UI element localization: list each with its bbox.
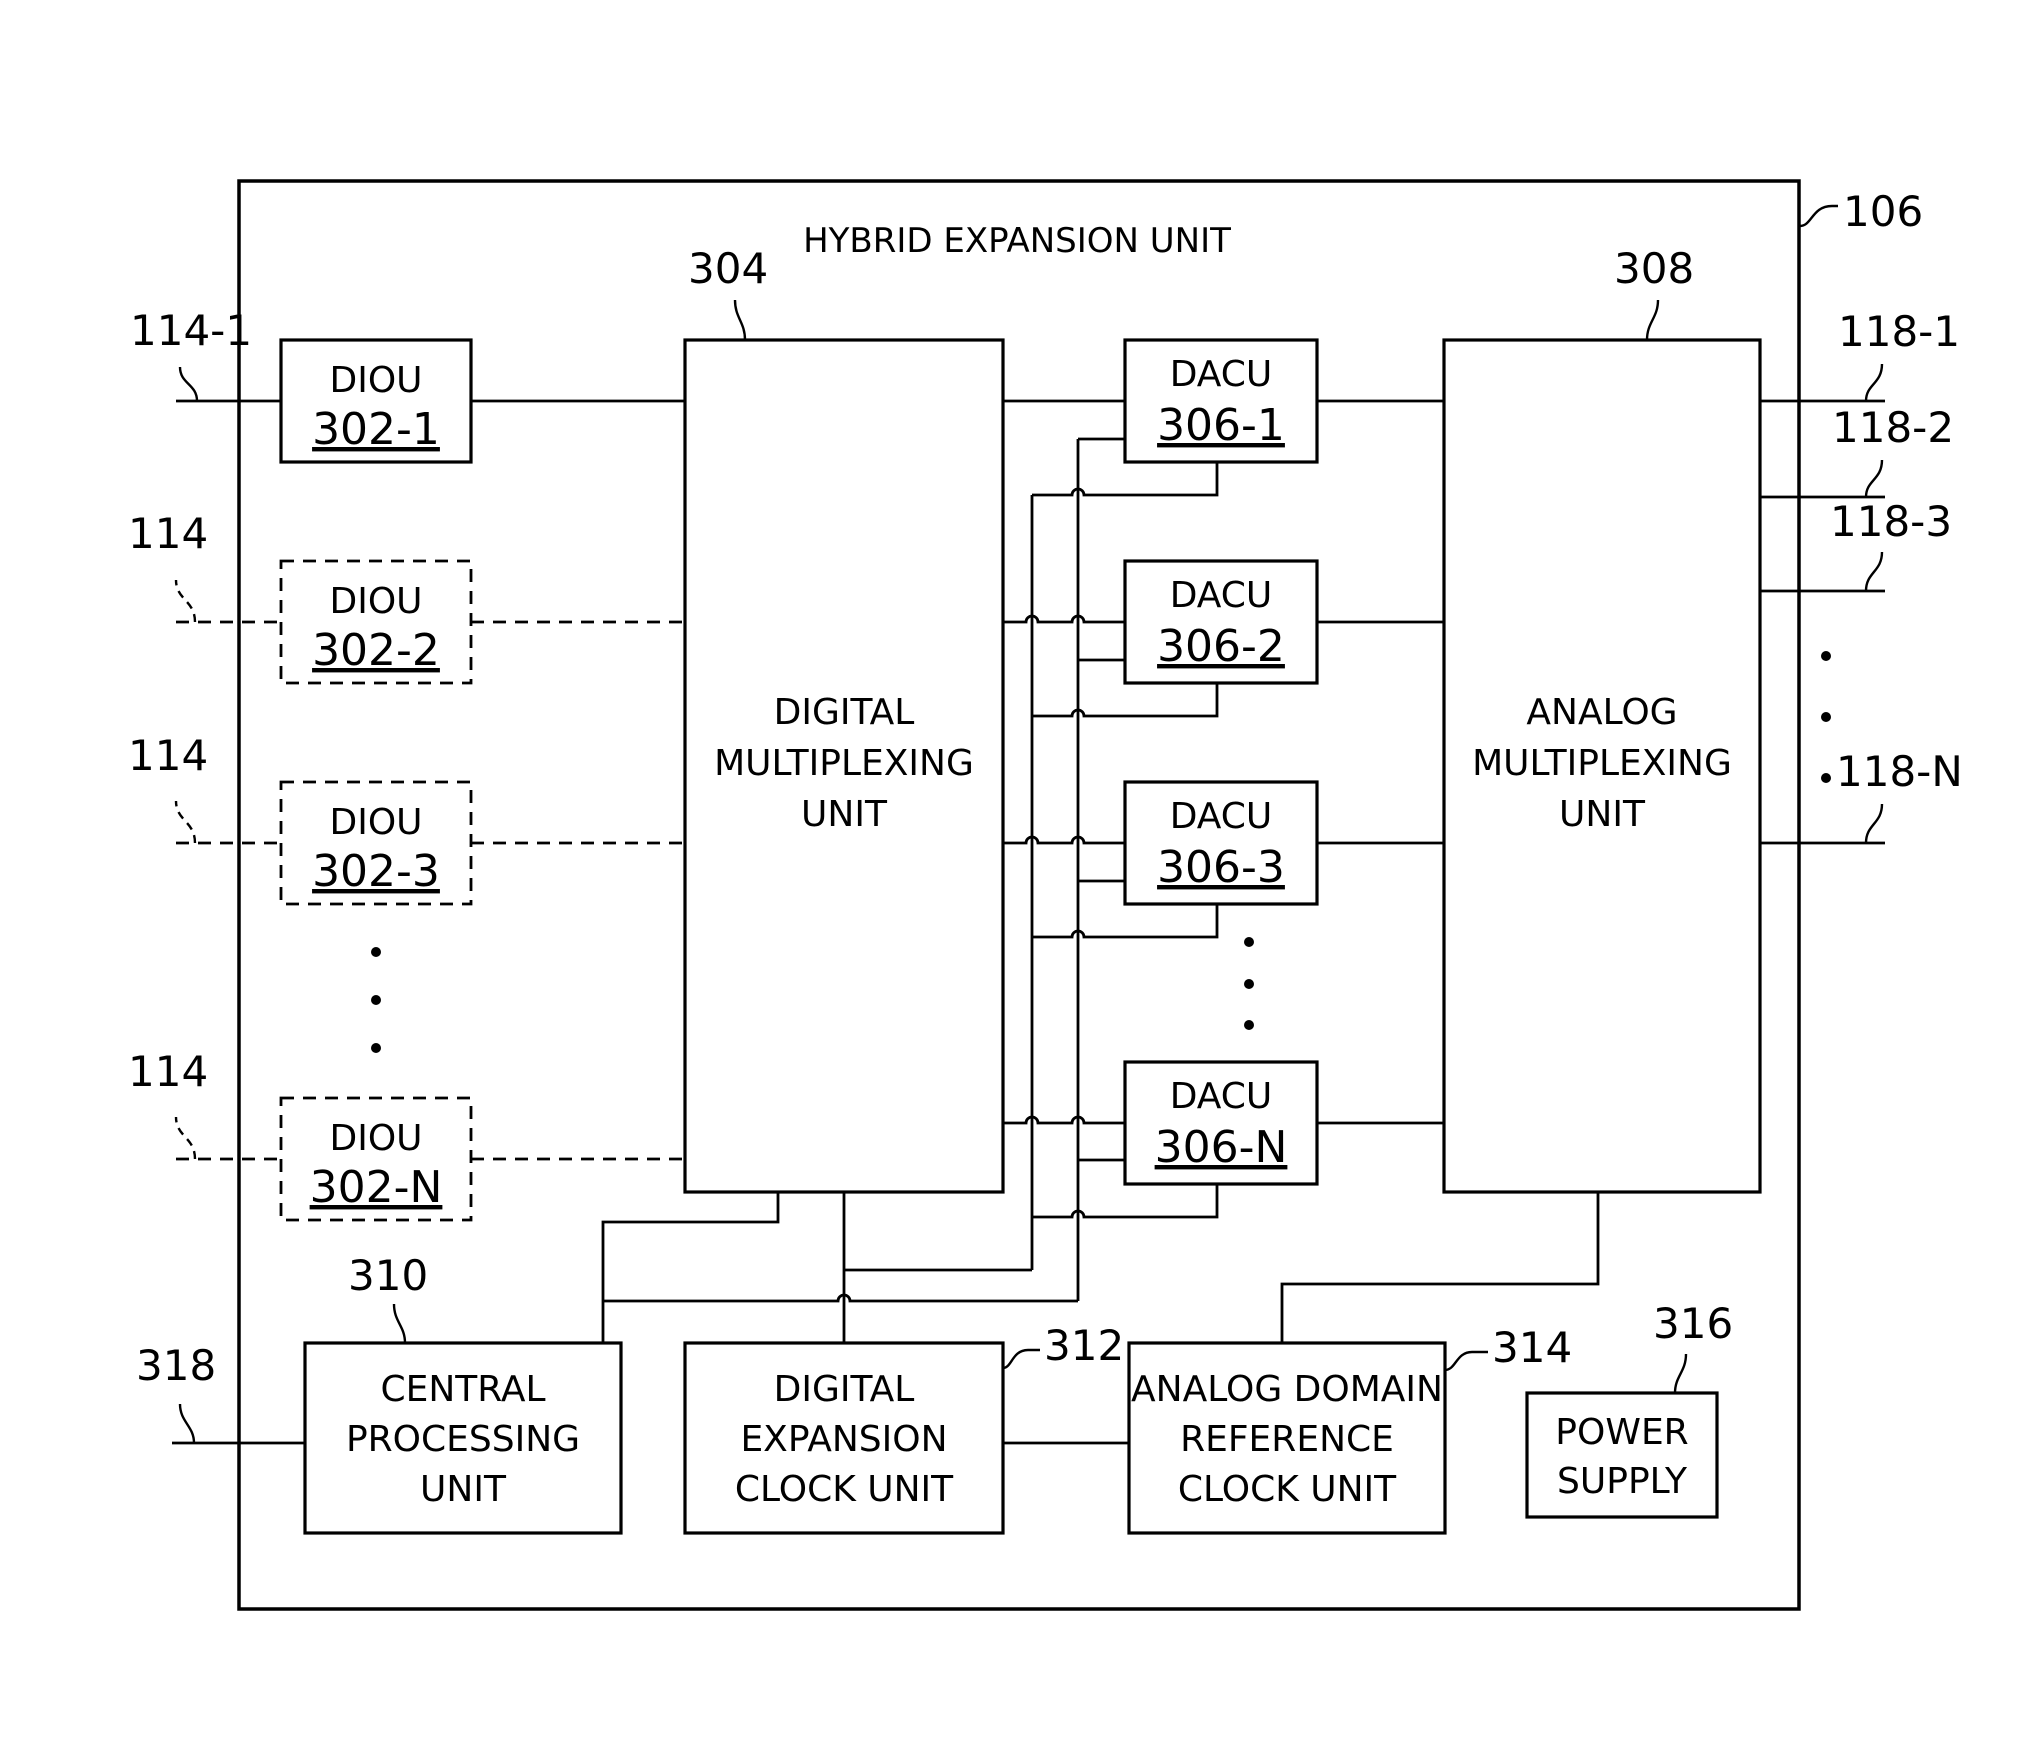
diou-302-2-name: DIOU bbox=[329, 581, 422, 622]
port-114-b-leader bbox=[176, 801, 195, 843]
amu-ref: 308 bbox=[1614, 244, 1694, 293]
cpu-port-318: 318 bbox=[136, 1341, 216, 1390]
dacu-306-2-name: DACU bbox=[1170, 575, 1273, 616]
dmu-to-dacu-3 bbox=[1003, 837, 1125, 843]
dacu-2-control bbox=[1032, 683, 1217, 716]
psu-label-line-1: POWER bbox=[1555, 1412, 1688, 1453]
port-114-1-leader bbox=[180, 367, 197, 401]
dacu-306-2-ref: 306-2 bbox=[1157, 621, 1285, 672]
diou-ellipsis-dot bbox=[371, 1043, 381, 1053]
dacu-306-N-name: DACU bbox=[1170, 1076, 1273, 1117]
psu-label-line-2: SUPPLY bbox=[1557, 1461, 1688, 1502]
output-118-1-leader bbox=[1866, 364, 1882, 401]
dmu-label-line-1: DIGITAL bbox=[774, 692, 915, 733]
adrcu-to-amu bbox=[1282, 1192, 1598, 1343]
output-118-2-leader bbox=[1866, 460, 1882, 497]
cpu-port-318-leader bbox=[180, 1404, 194, 1443]
diou-ellipsis-dot bbox=[371, 947, 381, 957]
output-ellipsis-dot bbox=[1821, 651, 1831, 661]
dacu-ellipsis-dot bbox=[1244, 937, 1254, 947]
diou-302-3-ref: 302-3 bbox=[312, 846, 440, 897]
decu-label-line-1: DIGITAL bbox=[774, 1369, 915, 1410]
output-118-3: 118-3 bbox=[1830, 497, 1952, 546]
dacu-306-3-ref: 306-3 bbox=[1157, 842, 1285, 893]
diou-302-3-name: DIOU bbox=[329, 802, 422, 843]
diou-302-N-name: DIOU bbox=[329, 1118, 422, 1159]
dacu-ellipsis-dot bbox=[1244, 979, 1254, 989]
amu-label-line-1: ANALOG bbox=[1526, 692, 1677, 733]
adrcu-label-line-1: ANALOG DOMAIN bbox=[1131, 1369, 1443, 1410]
output-118-N-leader bbox=[1866, 804, 1882, 843]
cpu-label-line-2: PROCESSING bbox=[346, 1419, 580, 1460]
dmu-to-dacu-N bbox=[1003, 1117, 1125, 1123]
cpu-ref: 310 bbox=[348, 1251, 428, 1300]
dacu-306-N-ref: 306-N bbox=[1155, 1122, 1288, 1173]
diou-302-1-ref: 302-1 bbox=[312, 404, 440, 455]
output-118-3-leader bbox=[1866, 552, 1882, 591]
dacu-306-1-name: DACU bbox=[1170, 354, 1273, 395]
psu-ref: 316 bbox=[1653, 1299, 1733, 1348]
dmu-ref-leader bbox=[735, 300, 745, 340]
adrcu-ref-leader bbox=[1445, 1352, 1488, 1370]
port-114-a: 114 bbox=[128, 509, 208, 558]
cpu-label-line-1: CENTRAL bbox=[380, 1369, 545, 1410]
diou-302-2-ref: 302-2 bbox=[312, 625, 440, 676]
amu-label-line-3: UNIT bbox=[1559, 794, 1646, 835]
port-114-1: 114-1 bbox=[130, 306, 252, 355]
output-118-1: 118-1 bbox=[1838, 307, 1960, 356]
port-114-c: 114 bbox=[128, 1047, 208, 1096]
adrcu-ref: 314 bbox=[1492, 1323, 1572, 1372]
dacu-ellipsis-dot bbox=[1244, 1020, 1254, 1030]
cpu-ref-leader bbox=[394, 1304, 405, 1343]
dacu-1-control bbox=[1032, 462, 1217, 495]
diou-302-N-ref: 302-N bbox=[310, 1162, 443, 1213]
diou-302-1-name: DIOU bbox=[329, 360, 422, 401]
dmu-ref: 304 bbox=[688, 244, 768, 293]
dacu-306-3-name: DACU bbox=[1170, 796, 1273, 837]
cpu-label-line-3: UNIT bbox=[420, 1469, 507, 1510]
unit-ref: 106 bbox=[1843, 187, 1923, 236]
dacu-N-control bbox=[1032, 1184, 1217, 1217]
output-ellipsis-dot bbox=[1821, 773, 1831, 783]
decu-ref: 312 bbox=[1044, 1321, 1124, 1370]
dacu-3-control bbox=[1032, 904, 1217, 937]
output-118-N: 118-N bbox=[1836, 747, 1963, 796]
cpu-to-dmu-control bbox=[603, 1192, 778, 1343]
cpu-to-dacu-control bbox=[603, 1295, 1078, 1301]
decu-label-line-2: EXPANSION bbox=[740, 1419, 947, 1460]
dmu-to-dacu-2 bbox=[1003, 616, 1125, 622]
port-114-a-leader bbox=[176, 580, 195, 622]
diou-ellipsis-dot bbox=[371, 995, 381, 1005]
dmu-label-line-2: MULTIPLEXING bbox=[714, 743, 974, 784]
port-114-b: 114 bbox=[128, 731, 208, 780]
adrcu-label-line-2: REFERENCE bbox=[1180, 1419, 1394, 1460]
amu-label-line-2: MULTIPLEXING bbox=[1472, 743, 1732, 784]
port-114-c-leader bbox=[176, 1117, 195, 1159]
output-ellipsis-dot bbox=[1821, 712, 1831, 722]
output-118-2: 118-2 bbox=[1832, 403, 1954, 452]
dmu-label-line-3: UNIT bbox=[801, 794, 888, 835]
decu-ref-leader bbox=[1003, 1350, 1040, 1368]
adrcu-label-line-3: CLOCK UNIT bbox=[1178, 1469, 1397, 1510]
decu-label-line-3: CLOCK UNIT bbox=[735, 1469, 954, 1510]
amu-ref-leader bbox=[1647, 300, 1658, 340]
psu-ref-leader bbox=[1675, 1354, 1686, 1393]
unit-ref-leader bbox=[1800, 206, 1838, 226]
unit-title: HYBRID EXPANSION UNIT bbox=[803, 221, 1231, 261]
dacu-306-1-ref: 306-1 bbox=[1157, 400, 1285, 451]
